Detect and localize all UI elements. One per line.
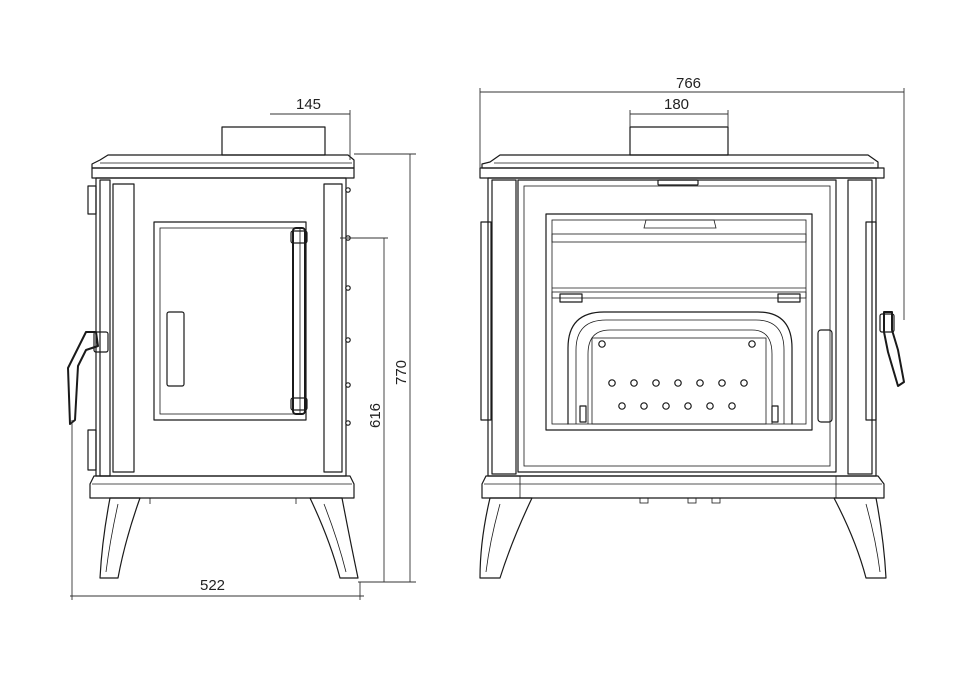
front-flue-collar [629, 126, 729, 156]
dim-depth: 522 [200, 577, 225, 594]
side-leg-rear [309, 497, 359, 579]
side-door-handle [67, 331, 99, 425]
front-glass [545, 213, 813, 431]
front-fire-grate [567, 311, 793, 425]
side-hinge-bottom [87, 429, 97, 471]
front-leg-left [479, 497, 533, 579]
front-left-side-handle [480, 221, 492, 421]
front-door [517, 179, 837, 473]
dim-height-flue: 616 [367, 403, 384, 428]
side-window-frame [153, 221, 307, 421]
side-dimensions: 145 770 616 522 [70, 96, 416, 600]
front-top-rim [479, 167, 885, 179]
side-view [67, 126, 359, 579]
side-leg-front [99, 497, 141, 579]
dim-flue-front: 180 [664, 96, 689, 113]
side-air-slot [166, 311, 185, 387]
front-right-side-handle [865, 221, 877, 421]
dim-width-total: 766 [676, 75, 701, 92]
side-top-plate [91, 154, 355, 169]
front-leg-right [833, 497, 887, 579]
front-base [481, 475, 885, 499]
front-view [479, 126, 905, 579]
dim-flue-side: 145 [296, 96, 321, 113]
side-base [89, 475, 355, 499]
side-window-handle [292, 227, 306, 415]
front-air-holes [598, 340, 756, 410]
side-flue-collar [221, 126, 326, 156]
front-top-plate [481, 154, 879, 169]
front-door-latch [817, 329, 833, 423]
side-door-profile [99, 179, 111, 477]
side-top-rim [91, 167, 355, 179]
side-left-pilaster [112, 183, 135, 473]
side-right-pilaster [323, 183, 343, 473]
front-dimensions: 766 180 [479, 75, 905, 320]
side-hinge-top [87, 185, 97, 215]
dim-height-total: 770 [393, 360, 410, 385]
front-door-handle [883, 311, 905, 387]
